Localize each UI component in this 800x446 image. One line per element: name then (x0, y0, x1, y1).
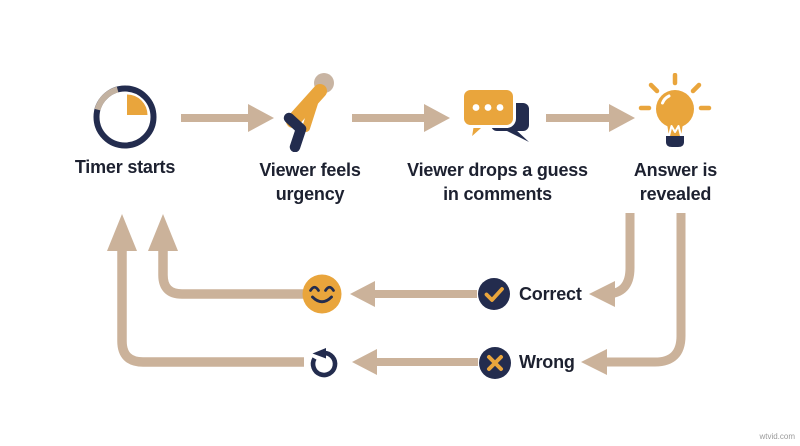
arrow-timer-to-urgency (181, 104, 274, 132)
chat-comments-icon (461, 87, 529, 144)
loop-smiley-to-timer (148, 214, 303, 299)
timer-icon (93, 85, 157, 149)
x-badge-icon (479, 347, 511, 379)
lightbulb-rays (638, 73, 712, 111)
lightbulb-icon (638, 73, 712, 147)
loop-retry-to-timer (107, 214, 304, 367)
person-urgency-icon (283, 73, 334, 152)
connector-answer-to-correct (589, 213, 635, 307)
arrow-urgency-to-guess (352, 104, 450, 132)
retry-icon (310, 348, 338, 378)
check-badge-icon (478, 278, 510, 310)
arrow-correct-to-smiley (350, 281, 477, 307)
outcome-label-wrong: Wrong (519, 352, 575, 372)
arrow-wrong-to-retry (352, 349, 478, 375)
outcome-label-correct: Correct (519, 284, 582, 304)
arrow-guess-to-answer (546, 104, 635, 132)
step-label-viewer-drops-guess: Viewer drops a guess in comments (407, 160, 588, 204)
watermark: wtvid.com (759, 432, 795, 441)
step-label-answer-revealed: Answer is revealed (633, 160, 718, 204)
connector-answer-to-wrong (581, 213, 686, 375)
smiley-icon (302, 274, 342, 314)
step-label-timer-starts: Timer starts (74, 157, 176, 177)
step-label-viewer-feels-urgency: Viewer feels urgency (259, 160, 361, 204)
